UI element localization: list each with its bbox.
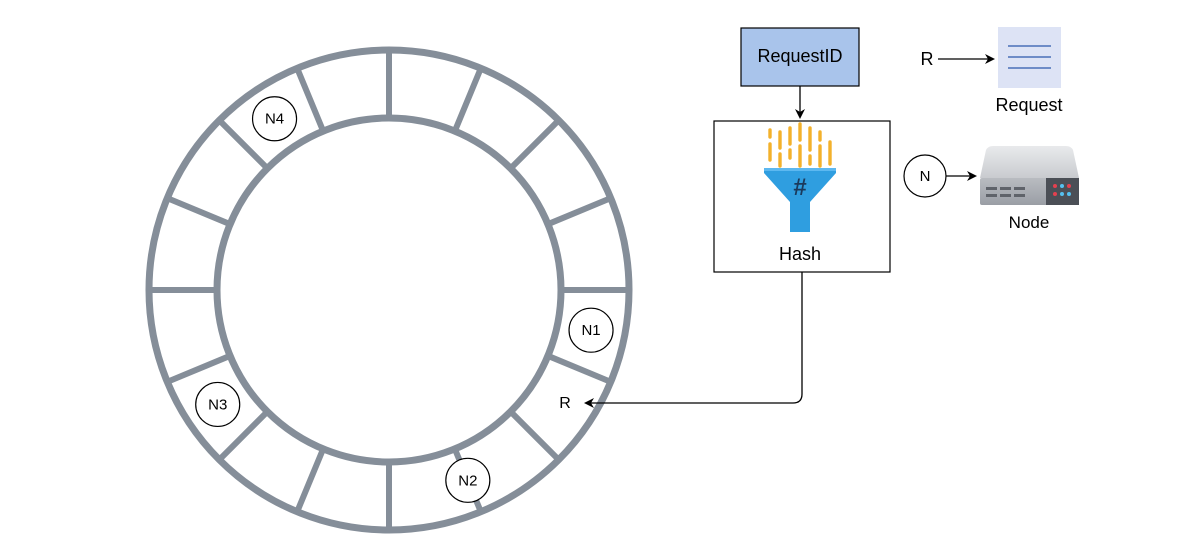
hash-to-ring-arrow [584,272,803,408]
ring-node-label: N3 [208,396,227,413]
ring-request-marker: R [559,395,571,412]
ring-node-n1: N1 [568,307,614,353]
ring-node-n2: N2 [445,457,491,503]
ring-node-circle [251,96,298,142]
hash-ring [145,46,633,534]
hash-funnel-icon: # [764,122,836,232]
ring-divider [294,67,326,133]
ring-divider [508,118,561,171]
ring-node-label: N2 [458,472,477,489]
ring-node-label: N1 [581,322,600,339]
ring-divider [546,353,612,385]
ring-divider [294,447,326,513]
ring-dividers [149,50,629,530]
svg-text:#: # [793,174,806,201]
ring-node-n4: N4 [251,96,298,142]
ring-divider [217,118,270,171]
legend-request-marker: R [921,49,934,69]
ring-node-circle [195,381,241,428]
ring-divider [166,353,232,385]
legend-request: R Request [921,27,1063,115]
hash-label: Hash [779,244,821,264]
server-icon [980,146,1079,205]
legend-node-marker: N [920,168,931,185]
ring-node-circle [568,307,614,353]
ring-divider [546,195,612,227]
ring-node-circle [445,457,491,503]
hash-box: # Hash [713,120,891,273]
ring-divider [508,409,561,462]
legend-node-label: Node [1009,213,1050,232]
ring-divider [217,409,270,462]
ring-inner-circle [213,114,565,466]
ring-divider [166,195,232,227]
request-id-box: RequestID [740,27,860,87]
request-id-label: RequestID [757,46,842,66]
ring-divider [452,67,484,133]
ring-node-n3: N3 [195,381,241,428]
legend-request-label: Request [995,95,1062,115]
legend-node: N Node [903,146,1079,232]
ring-node-label: N4 [265,111,284,128]
document-lines-icon [998,27,1061,88]
